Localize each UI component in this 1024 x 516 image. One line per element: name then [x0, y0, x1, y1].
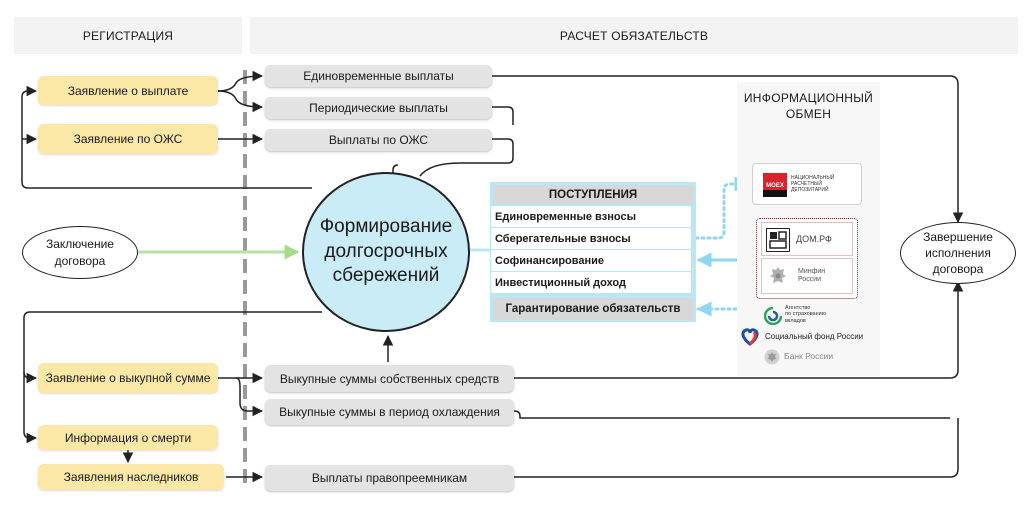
cbr-emblem-icon	[764, 349, 780, 365]
receipt-item: Единовременные взносы	[491, 206, 691, 227]
ozhs-payments: Выплаты по ОЖС	[265, 129, 492, 151]
successor-payments: Выплаты правопреемникам	[265, 465, 514, 491]
redemption-application-label: Заявление о выкупной сумме	[45, 371, 211, 385]
center-line3: сбережений	[332, 265, 440, 287]
minfin-label: Минфин России	[798, 268, 825, 284]
asv-logo-icon	[764, 307, 782, 325]
center-line1: Формирование	[319, 215, 453, 237]
receipts-header-label: ПОСТУПЛЕНИЯ	[548, 188, 638, 201]
calculation-header-label: РАСЧЕТ ОБЯЗАТЕЛЬСТВ	[559, 28, 709, 43]
moex-logo-icon	[763, 173, 787, 197]
receipt-item: Софинансирование	[491, 250, 691, 271]
receipt-item-label: Инвестиционный доход	[495, 276, 626, 289]
info-exchange-title-line2: ОБМЕН	[785, 106, 832, 121]
sfr-label: Социальный фонд России	[765, 332, 864, 341]
redemption-cooling-period-label: Выкупные суммы в период охлаждения	[279, 405, 500, 419]
moex-label: MOEX	[766, 183, 784, 189]
sfr-logo: Социальный фонд России	[740, 328, 880, 346]
ozhs-payments-label: Выплаты по ОЖС	[328, 133, 429, 147]
contract-completion: Завершение исполнения договора	[900, 222, 1016, 284]
asv-logo: Агентство по страхованию вкладов	[762, 304, 862, 328]
ozhs-application-label: Заявление по ОЖС	[73, 132, 183, 146]
receipts-header: ПОСТУПЛЕНИЯ	[493, 185, 693, 204]
contract-conclusion: Заключение договора	[22, 226, 138, 279]
asv-label-line2: по страхованию	[785, 311, 826, 318]
periodic-payments-label: Периодические выплаты	[309, 101, 448, 115]
nsd-name: НАЦИОНАЛЬНЫЙ РАСЧЕТНЫЙ ДЕПОЗИТАРИЙ	[791, 175, 861, 193]
nsd-logo-card: MOEX НАЦИОНАЛЬНЫЙ РАСЧЕТНЫЙ ДЕПОЗИТАРИЙ	[752, 163, 862, 205]
guarantee-obligations-label: Гарантирование обязательств	[505, 303, 681, 315]
asv-label: Агентство по страхованию вкладов	[785, 305, 826, 324]
payout-application-label: Заявление о выплате	[67, 83, 189, 98]
asv-label-line3: вкладов	[785, 317, 806, 324]
registration-header-label: РЕГИСТРАЦИЯ	[82, 28, 174, 43]
info-exchange-title-line1: ИНФОРМАЦИОННЫЙ	[743, 91, 874, 105]
lump-sum-payments-label: Единовременные выплаты	[303, 69, 454, 83]
long-term-savings-circle: Формирование долгосрочных сбережений	[302, 172, 470, 332]
receipt-item: Инвестиционный доход	[491, 272, 691, 293]
periodic-payments: Периодические выплаты	[265, 97, 492, 119]
minfin-label-line2: России	[798, 276, 822, 284]
redemption-application: Заявление о выкупной сумме	[38, 363, 218, 393]
eagle-emblem-icon	[770, 267, 786, 283]
receipt-item-label: Единовременные взносы	[495, 210, 636, 223]
redemption-own-funds: Выкупные суммы собственных средств	[265, 365, 514, 392]
guarantee-obligations: Гарантирование обязательств	[493, 298, 693, 320]
contract-completion-line2: исполнения	[925, 245, 991, 260]
domrf-card: ДОМ.РФ	[761, 222, 853, 256]
info-exchange-title: ИНФОРМАЦИОННЫЙ ОБМЕН	[737, 91, 880, 122]
ozhs-application: Заявление по ОЖС	[38, 124, 218, 154]
heirs-application-label: Заявления наследников	[63, 470, 199, 484]
sfr-logo-icon	[741, 328, 759, 346]
death-info: Информация о смерти	[38, 425, 218, 450]
successor-payments-label: Выплаты правопреемникам	[311, 471, 468, 485]
moex-logo: MOEX	[763, 173, 787, 197]
nsd-name-line2: РАСЧЕТНЫЙ	[791, 180, 823, 187]
contract-conclusion-line2: договора	[54, 253, 106, 268]
receipt-item-label: Софинансирование	[495, 254, 605, 267]
death-info-label: Информация о смерти	[64, 430, 192, 445]
receipt-item-label: Сберегательные взносы	[495, 232, 631, 245]
domrf-logo-icon	[766, 228, 790, 252]
minfin-card: Минфин России	[761, 258, 853, 294]
cbr-label: Банк России	[784, 351, 834, 361]
lump-sum-payments: Единовременные выплаты	[265, 65, 492, 87]
contract-completion-line3: договора	[932, 262, 984, 277]
receipt-item: Сберегательные взносы	[491, 228, 691, 249]
redemption-own-funds-label: Выкупные суммы собственных средств	[279, 371, 500, 386]
payout-application: Заявление о выплате	[38, 76, 218, 105]
nsd-name-line1: НАЦИОНАЛЬНЫЙ	[791, 175, 835, 181]
calculation-header: РАСЧЕТ ОБЯЗАТЕЛЬСТВ	[250, 17, 1018, 54]
asv-label-line1: Агентство	[785, 305, 811, 311]
nsd-name-line3: ДЕПОЗИТАРИЙ	[791, 186, 829, 193]
center-line2: долгосрочных	[324, 240, 448, 262]
cbr-logo: Банк России	[764, 348, 874, 366]
minfin-label-line1: Минфин	[798, 268, 826, 275]
domrf-label: ДОМ.РФ	[796, 234, 832, 244]
registration-header: РЕГИСТРАЦИЯ	[14, 17, 242, 54]
redemption-cooling-period: Выкупные суммы в период охлаждения	[265, 399, 514, 425]
contract-conclusion-line1: Заключение	[46, 237, 114, 252]
contract-completion-line1: Завершение	[923, 229, 993, 244]
heirs-application: Заявления наследников	[38, 464, 224, 490]
